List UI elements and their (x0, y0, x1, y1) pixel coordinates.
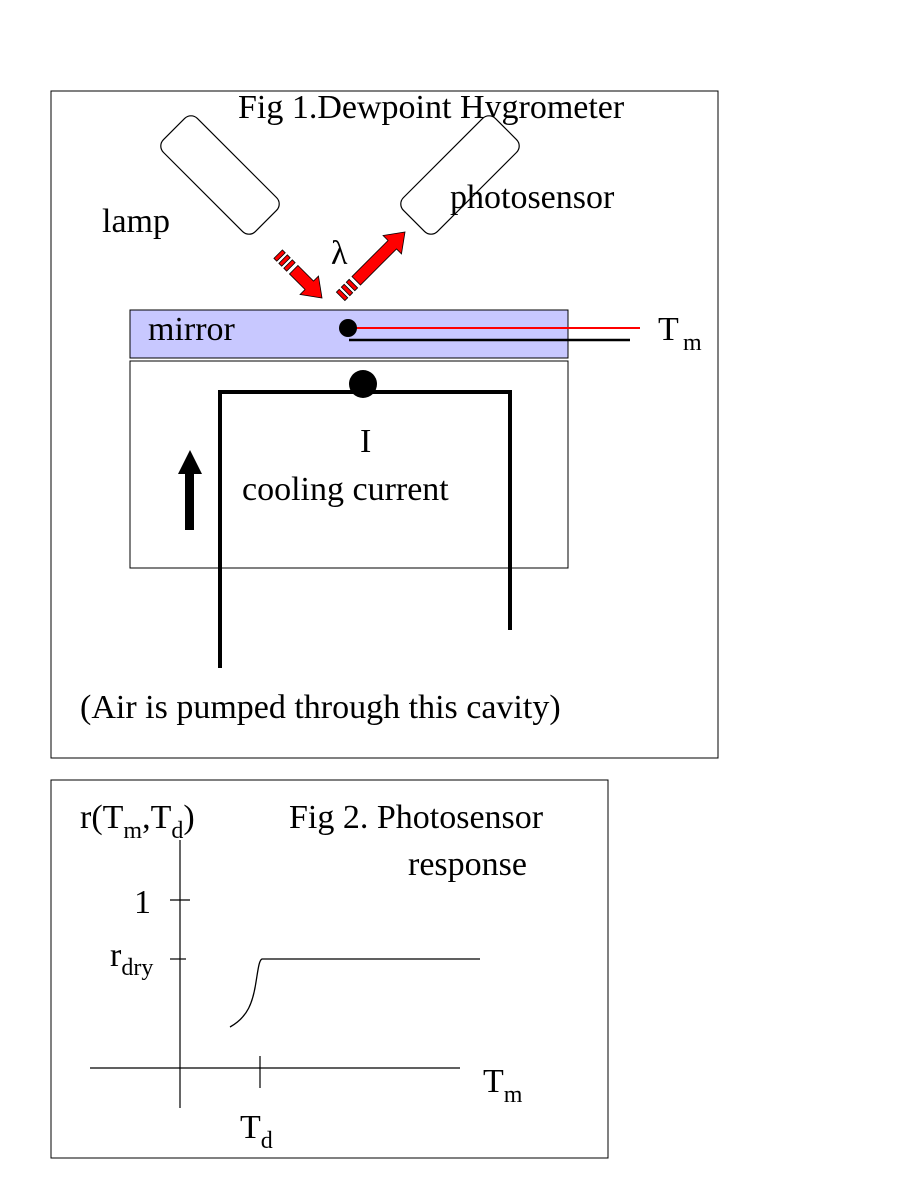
tm-subscript: m (683, 330, 702, 356)
tick-label-rdry: rdry (110, 937, 153, 981)
x-axis-label: Tm (483, 1063, 523, 1108)
fig1-caption: (Air is pumped through this cavity) (80, 689, 561, 726)
response-curve (229, 958, 480, 1028)
fig2-title-line1: Fig 2. Photosensor (289, 799, 544, 836)
fig2-ylabel: r(Tm,Td) (80, 799, 195, 844)
fig2-title-line2: response (408, 846, 527, 883)
reflected-light-arrow (335, 231, 406, 302)
cooler-junction (349, 370, 377, 398)
incident-light-arrow (273, 249, 323, 299)
mirror-label: mirror (148, 311, 236, 348)
fig1-frame (50, 90, 719, 759)
airflow-arrow-icon (178, 450, 202, 530)
lambda-label: λ (331, 235, 348, 272)
lamp-icon (160, 115, 280, 235)
thermocouple-junction (339, 319, 357, 337)
photosensor-label: photosensor (450, 179, 615, 216)
photosensor-icon (400, 115, 520, 235)
tm-label: T (658, 311, 679, 348)
td-label: Td (240, 1109, 273, 1154)
fig2-frame (50, 779, 609, 1159)
current-symbol: I (360, 423, 371, 460)
tick-label-1: 1 (134, 884, 151, 921)
lamp-label: lamp (102, 203, 170, 240)
current-label: cooling current (242, 471, 449, 508)
fig1-title: Fig 1.Dewpoint Hygrometer (238, 89, 625, 126)
cooling-cavity (129, 360, 569, 569)
